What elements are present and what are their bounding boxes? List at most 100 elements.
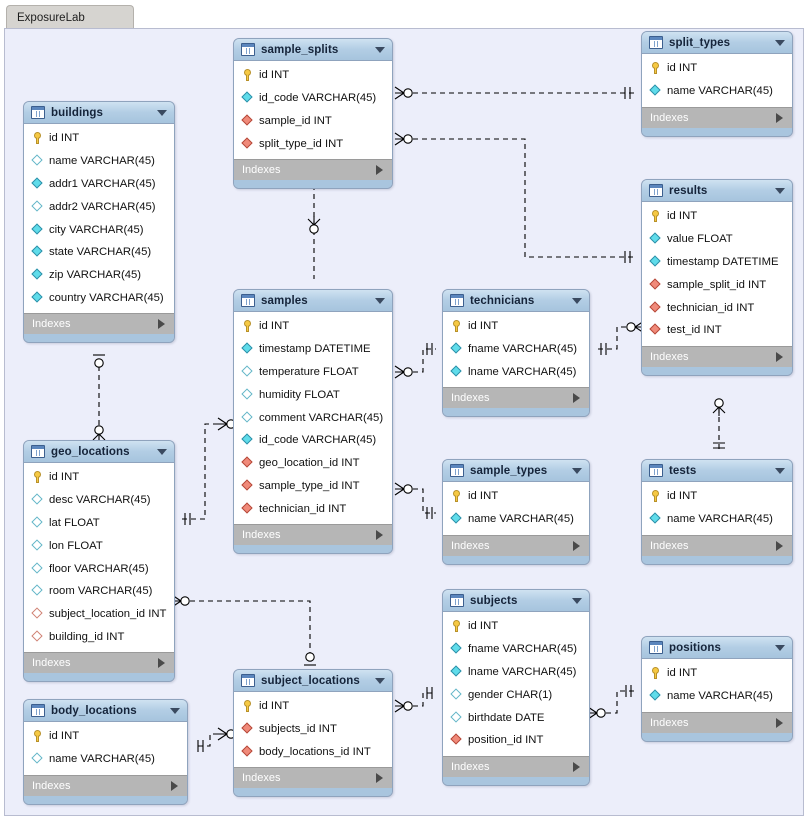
column-row[interactable]: id INT (443, 485, 589, 508)
column-row[interactable]: split_type_id INT (234, 132, 392, 155)
column-row[interactable]: name VARCHAR(45) (642, 685, 792, 708)
column-row[interactable]: id INT (443, 315, 589, 338)
column-row[interactable]: lon FLOAT (24, 534, 174, 557)
table-header[interactable]: results (642, 180, 792, 202)
column-row[interactable]: id INT (234, 315, 392, 338)
chevron-down-icon[interactable] (775, 644, 785, 651)
chevron-down-icon[interactable] (375, 297, 385, 304)
column-row[interactable]: addr2 VARCHAR(45) (24, 195, 174, 218)
chevron-right-icon[interactable] (158, 319, 165, 330)
indexes-section[interactable]: Indexes (443, 755, 589, 777)
column-row[interactable]: fname VARCHAR(45) (443, 638, 589, 661)
column-row[interactable]: lat FLOAT (24, 512, 174, 535)
column-row[interactable]: fname VARCHAR(45) (443, 338, 589, 361)
chevron-down-icon[interactable] (375, 46, 385, 53)
chevron-right-icon[interactable] (158, 658, 165, 669)
indexes-section[interactable]: Indexes (234, 767, 392, 789)
column-row[interactable]: name VARCHAR(45) (443, 508, 589, 531)
chevron-down-icon[interactable] (170, 707, 180, 714)
column-row[interactable]: name VARCHAR(45) (642, 80, 792, 103)
chevron-down-icon[interactable] (572, 467, 582, 474)
column-row[interactable]: id INT (234, 695, 392, 718)
table-header[interactable]: subjects (443, 590, 589, 612)
table-header[interactable]: buildings (24, 102, 174, 124)
column-row[interactable]: sample_id INT (234, 110, 392, 133)
column-row[interactable]: technician_id INT (234, 497, 392, 520)
column-row[interactable]: floor VARCHAR(45) (24, 557, 174, 580)
column-row[interactable]: name VARCHAR(45) (24, 150, 174, 173)
chevron-right-icon[interactable] (171, 780, 178, 791)
column-row[interactable]: id INT (642, 57, 792, 80)
chevron-down-icon[interactable] (157, 448, 167, 455)
indexes-section[interactable]: Indexes (24, 313, 174, 335)
column-row[interactable]: subjects_id INT (234, 718, 392, 741)
table-header[interactable]: sample_types (443, 460, 589, 482)
column-row[interactable]: lname VARCHAR(45) (443, 361, 589, 384)
table-header[interactable]: subject_locations (234, 670, 392, 692)
indexes-section[interactable]: Indexes (234, 159, 392, 181)
indexes-section[interactable]: Indexes (642, 534, 792, 556)
column-row[interactable]: value FLOAT (642, 228, 792, 251)
column-row[interactable]: subject_location_id INT (24, 603, 174, 626)
column-row[interactable]: city VARCHAR(45) (24, 218, 174, 241)
chevron-down-icon[interactable] (572, 597, 582, 604)
chevron-right-icon[interactable] (776, 717, 783, 728)
column-row[interactable]: technician_id INT (642, 296, 792, 319)
column-row[interactable]: id INT (443, 615, 589, 638)
column-row[interactable]: comment VARCHAR(45) (234, 406, 392, 429)
indexes-section[interactable]: Indexes (24, 652, 174, 674)
column-row[interactable]: test_id INT (642, 319, 792, 342)
table-header[interactable]: positions (642, 637, 792, 659)
column-row[interactable]: addr1 VARCHAR(45) (24, 173, 174, 196)
column-row[interactable]: sample_split_id INT (642, 273, 792, 296)
column-row[interactable]: sample_type_id INT (234, 475, 392, 498)
chevron-right-icon[interactable] (573, 540, 580, 551)
chevron-right-icon[interactable] (776, 112, 783, 123)
column-row[interactable]: body_locations_id INT (234, 741, 392, 764)
chevron-right-icon[interactable] (776, 540, 783, 551)
column-row[interactable]: gender CHAR(1) (443, 683, 589, 706)
column-row[interactable]: desc VARCHAR(45) (24, 489, 174, 512)
indexes-section[interactable]: Indexes (443, 387, 589, 409)
column-row[interactable]: humidity FLOAT (234, 383, 392, 406)
table-header[interactable]: sample_splits (234, 39, 392, 61)
chevron-down-icon[interactable] (775, 39, 785, 46)
table-header[interactable]: samples (234, 290, 392, 312)
column-row[interactable]: timestamp DATETIME (234, 338, 392, 361)
indexes-section[interactable]: Indexes (24, 774, 187, 796)
column-row[interactable]: name VARCHAR(45) (642, 508, 792, 531)
column-row[interactable]: state VARCHAR(45) (24, 241, 174, 264)
column-row[interactable]: position_id INT (443, 729, 589, 752)
chevron-down-icon[interactable] (157, 109, 167, 116)
table-header[interactable]: split_types (642, 32, 792, 54)
table-header[interactable]: geo_locations (24, 441, 174, 463)
tab-exposurelab[interactable]: ExposureLab (6, 5, 134, 29)
table-header[interactable]: technicians (443, 290, 589, 312)
indexes-section[interactable]: Indexes (642, 106, 792, 128)
chevron-right-icon[interactable] (376, 773, 383, 784)
indexes-section[interactable]: Indexes (642, 711, 792, 733)
column-row[interactable]: timestamp DATETIME (642, 251, 792, 274)
chevron-right-icon[interactable] (376, 530, 383, 541)
column-row[interactable]: geo_location_id INT (234, 452, 392, 475)
column-row[interactable]: id INT (24, 725, 187, 748)
indexes-section[interactable]: Indexes (443, 534, 589, 556)
column-row[interactable]: birthdate DATE (443, 706, 589, 729)
column-row[interactable]: id INT (642, 485, 792, 508)
column-row[interactable]: zip VARCHAR(45) (24, 264, 174, 287)
indexes-section[interactable]: Indexes (234, 524, 392, 546)
column-row[interactable]: id INT (24, 127, 174, 150)
table-header[interactable]: body_locations (24, 700, 187, 722)
column-row[interactable]: id_code VARCHAR(45) (234, 87, 392, 110)
column-row[interactable]: id_code VARCHAR(45) (234, 429, 392, 452)
